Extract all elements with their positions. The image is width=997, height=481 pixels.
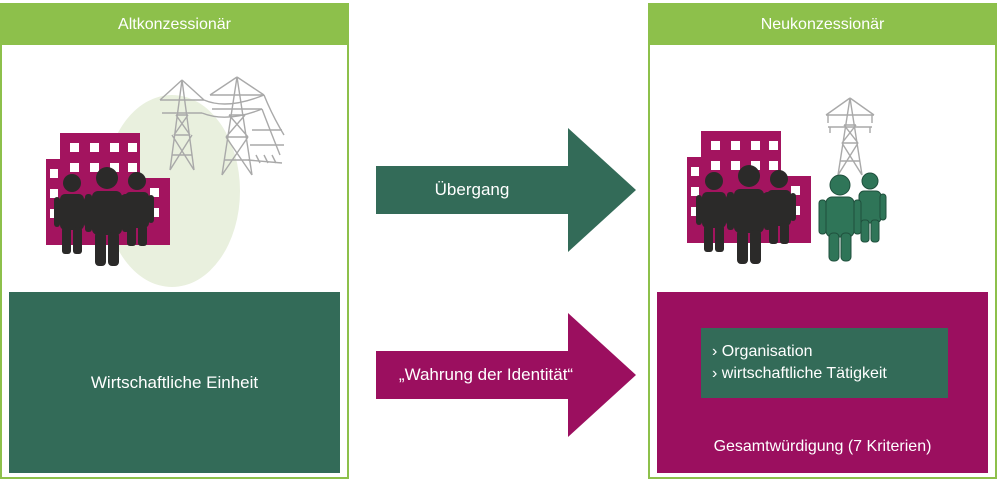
power-pylon-icon xyxy=(825,97,875,176)
old-concessionaire-title: Altkonzessionär xyxy=(2,5,347,45)
new-concessionaire-panel: Neukonzessionär xyxy=(648,3,997,479)
new-concessionaire-title: Neukonzessionär xyxy=(650,5,995,45)
identity-arrow-label: „Wahrung der Identität“ xyxy=(398,365,574,384)
people-icon xyxy=(696,165,796,264)
new-employees-icon xyxy=(818,172,887,262)
transition-arrow-label: Übergang xyxy=(434,180,510,199)
transition-arrow xyxy=(376,128,636,252)
criteria-list: › Organisation › wirtschaftliche Tätigke… xyxy=(701,328,948,398)
economic-unit-label: Wirtschaftliche Einheit xyxy=(90,372,259,392)
power-pylon-icon xyxy=(159,76,285,176)
criterion-item: › wirtschaftliche Tätigkeit xyxy=(712,365,887,382)
economic-unit-box: Wirtschaftliche Einheit xyxy=(9,292,340,473)
overall-assessment-box: › Organisation › wirtschaftliche Tätigke… xyxy=(657,292,988,473)
overall-assessment-label: Gesamtwürdigung (7 Kriterien) xyxy=(713,438,932,455)
old-concessionaire-panel: Altkonzessionär xyxy=(0,3,349,479)
identity-arrow xyxy=(376,313,636,437)
people-icon xyxy=(54,167,154,266)
criterion-item: › Organisation xyxy=(712,343,813,360)
